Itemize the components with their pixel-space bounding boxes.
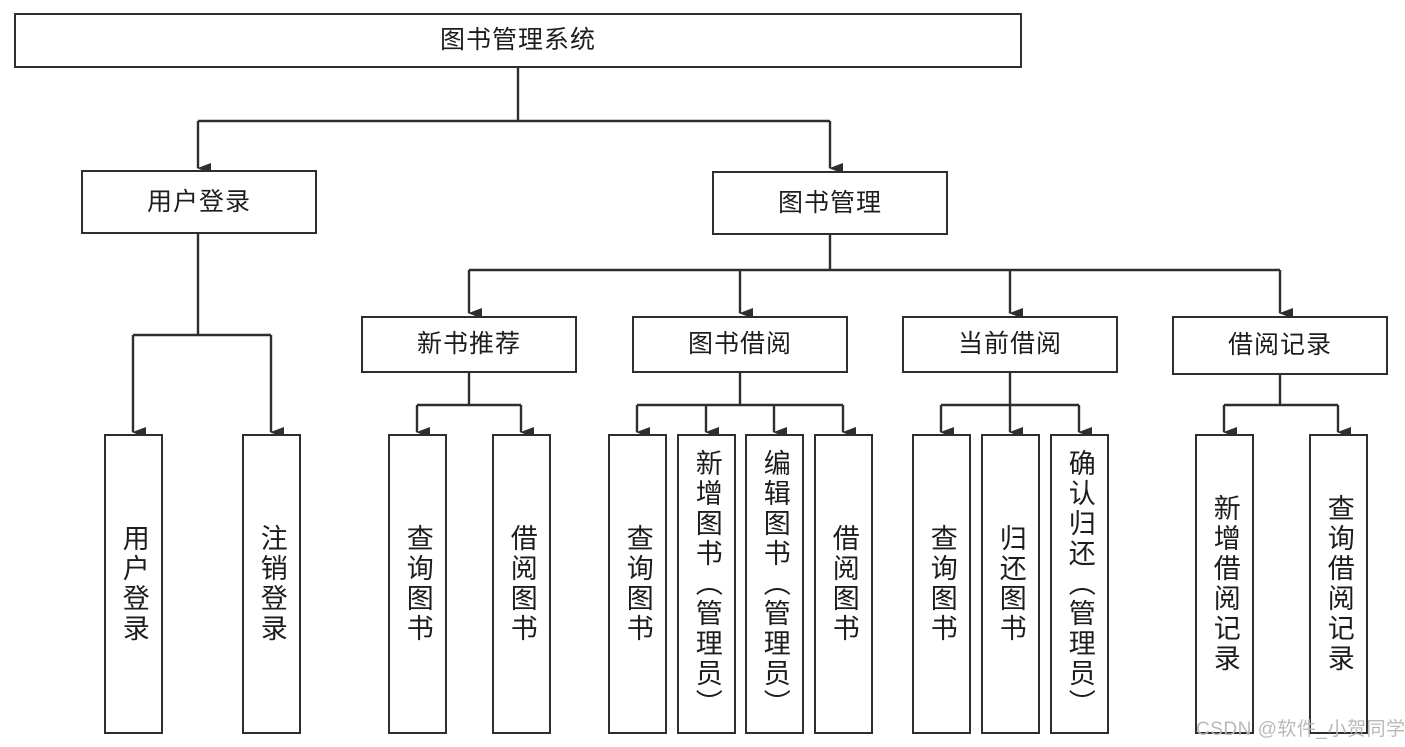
node-borrow-record[interactable]: 借阅记录 [1172, 316, 1388, 375]
node-leaf-confirm-return-admin[interactable]: 确认归还（管理员） [1050, 434, 1109, 734]
node-current-borrow-label: 当前借阅 [957, 330, 1062, 358]
node-leaf-query-book-current[interactable]: 查询图书 [912, 434, 971, 734]
node-leaf-return-book-label: 归还图书 [995, 524, 1026, 644]
watermark-text: CSDN @软件_小贺同学 [1196, 719, 1405, 740]
node-leaf-query-borrow-record-label: 查询借阅记录 [1323, 494, 1354, 674]
node-book-borrow-label: 图书借阅 [687, 330, 792, 358]
node-leaf-add-book-admin-label: 新增图书（管理员） [691, 449, 722, 719]
node-leaf-query-borrow-record[interactable]: 查询借阅记录 [1309, 434, 1368, 734]
node-root-system[interactable]: 图书管理系统 [14, 13, 1022, 68]
node-user-login[interactable]: 用户登录 [81, 170, 317, 234]
node-leaf-query-book-recommend[interactable]: 查询图书 [388, 434, 447, 734]
node-leaf-query-book-current-label: 查询图书 [926, 524, 957, 644]
node-book-manage-label: 图书管理 [777, 188, 882, 217]
node-leaf-user-login[interactable]: 用户登录 [104, 434, 163, 734]
node-leaf-user-login-label: 用户登录 [118, 524, 149, 644]
node-leaf-borrow-book-recommend[interactable]: 借阅图书 [492, 434, 551, 734]
node-book-manage[interactable]: 图书管理 [712, 171, 948, 235]
node-book-borrow[interactable]: 图书借阅 [632, 316, 848, 373]
node-leaf-logout[interactable]: 注销登录 [242, 434, 301, 734]
node-leaf-borrow-book[interactable]: 借阅图书 [814, 434, 873, 734]
node-leaf-add-borrow-record[interactable]: 新增借阅记录 [1195, 434, 1254, 734]
node-leaf-return-book[interactable]: 归还图书 [981, 434, 1040, 734]
node-new-book-recommend-label: 新书推荐 [416, 330, 521, 358]
node-leaf-query-book-borrow[interactable]: 查询图书 [608, 434, 667, 734]
node-leaf-logout-label: 注销登录 [256, 524, 287, 644]
node-leaf-query-book-borrow-label: 查询图书 [622, 524, 653, 644]
node-leaf-query-book-recommend-label: 查询图书 [402, 524, 433, 644]
node-leaf-add-borrow-record-label: 新增借阅记录 [1209, 494, 1240, 674]
node-leaf-confirm-return-admin-label: 确认归还（管理员） [1064, 449, 1095, 719]
node-leaf-borrow-book-recommend-label: 借阅图书 [506, 524, 537, 644]
node-borrow-record-label: 借阅记录 [1227, 331, 1332, 359]
node-leaf-borrow-book-label: 借阅图书 [828, 524, 859, 644]
node-new-book-recommend[interactable]: 新书推荐 [361, 316, 577, 373]
node-leaf-add-book-admin[interactable]: 新增图书（管理员） [677, 434, 736, 734]
node-current-borrow[interactable]: 当前借阅 [902, 316, 1118, 373]
node-user-login-label: 用户登录 [146, 187, 251, 216]
node-leaf-edit-book-admin[interactable]: 编辑图书（管理员） [745, 434, 804, 734]
node-root-label: 图书管理系统 [439, 26, 596, 54]
node-leaf-edit-book-admin-label: 编辑图书（管理员） [759, 449, 790, 719]
